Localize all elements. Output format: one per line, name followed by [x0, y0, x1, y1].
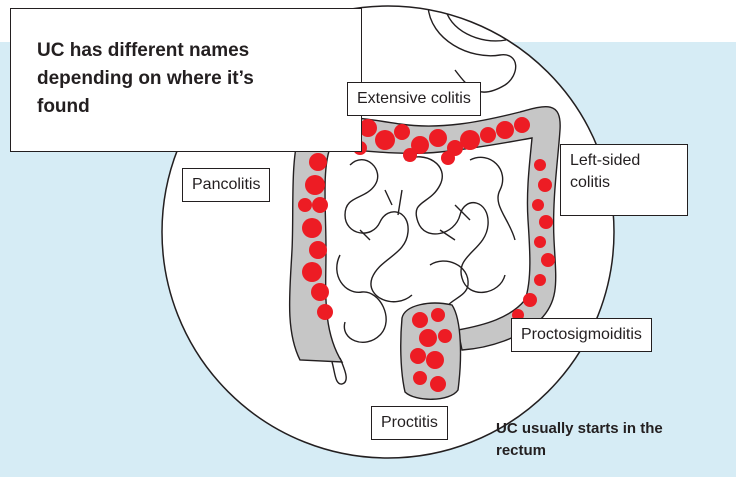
label-extensive-colitis: Extensive colitis	[347, 82, 481, 116]
label-proctosigmoiditis: Proctosigmoiditis	[511, 318, 652, 352]
label-left-sided-colitis: Left-sided colitis	[560, 144, 688, 216]
label-pancolitis: Pancolitis	[182, 168, 270, 202]
label-proctitis: Proctitis	[371, 406, 448, 440]
title-box: UC has different names depending on wher…	[10, 8, 362, 152]
rectum-note: UC usually starts in the rectum	[496, 418, 676, 462]
diagram-title: UC has different names depending on wher…	[37, 37, 267, 121]
